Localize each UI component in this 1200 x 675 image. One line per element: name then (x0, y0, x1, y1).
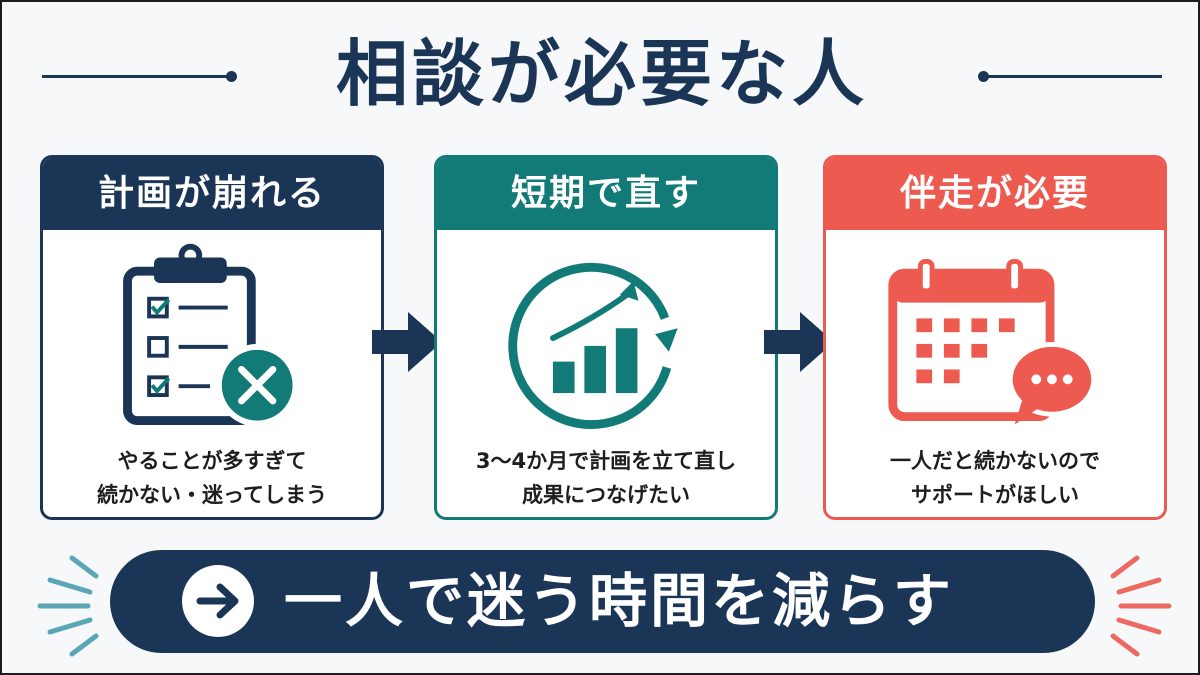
arrow-right-icon (764, 312, 834, 372)
card-short-term-fix: 短期で直す 3〜4か月で計画を立て直し 成果につなげたい (434, 155, 778, 520)
calendar-chat-icon (888, 258, 1098, 425)
card-line: やることが多すぎて (117, 449, 307, 473)
title-rule-left (42, 75, 230, 78)
card-support-needed: 伴走が必要 一人だと続かないので サポートがほしい (823, 155, 1167, 520)
arrow-right-circle-icon (182, 565, 254, 637)
arrow-right-icon (372, 312, 442, 372)
title-dot-left (226, 71, 237, 82)
title-dot-right (978, 71, 989, 82)
card-description: やることが多すぎて 続かない・迷ってしまう (43, 444, 381, 512)
title-area: 相談が必要な人 (2, 24, 1200, 124)
burst-right-icon (1110, 555, 1172, 657)
card-line: 続かない・迷ってしまう (97, 483, 327, 507)
summary-banner: 一人で迷う時間を減らす (110, 550, 1095, 653)
card-heading: 計画が崩れる (43, 158, 381, 230)
clipboard-cross-icon (123, 243, 299, 427)
card-heading: 伴走が必要 (826, 158, 1164, 230)
page-title: 相談が必要な人 (335, 32, 868, 116)
card-description: 3〜4か月で計画を立て直し 成果につなげたい (437, 444, 775, 512)
burst-left-icon (37, 555, 99, 657)
title-rule-right (984, 75, 1162, 78)
card-line: 成果につなげたい (522, 483, 690, 507)
card-description: 一人だと続かないので サポートがほしい (826, 444, 1164, 512)
banner-text: 一人で迷う時間を減らす (284, 567, 954, 635)
card-line: 一人だと続かないので (890, 449, 1100, 473)
card-plan-breaks: 計画が崩れる やることが多すぎて 続かない・迷ってしまう (40, 155, 384, 520)
card-heading: 短期で直す (437, 158, 775, 230)
card-line: 3〜4か月で計画を立て直し (475, 449, 737, 473)
card-line: サポートがほしい (911, 483, 1079, 507)
growth-chart-cycle-icon (508, 262, 678, 429)
